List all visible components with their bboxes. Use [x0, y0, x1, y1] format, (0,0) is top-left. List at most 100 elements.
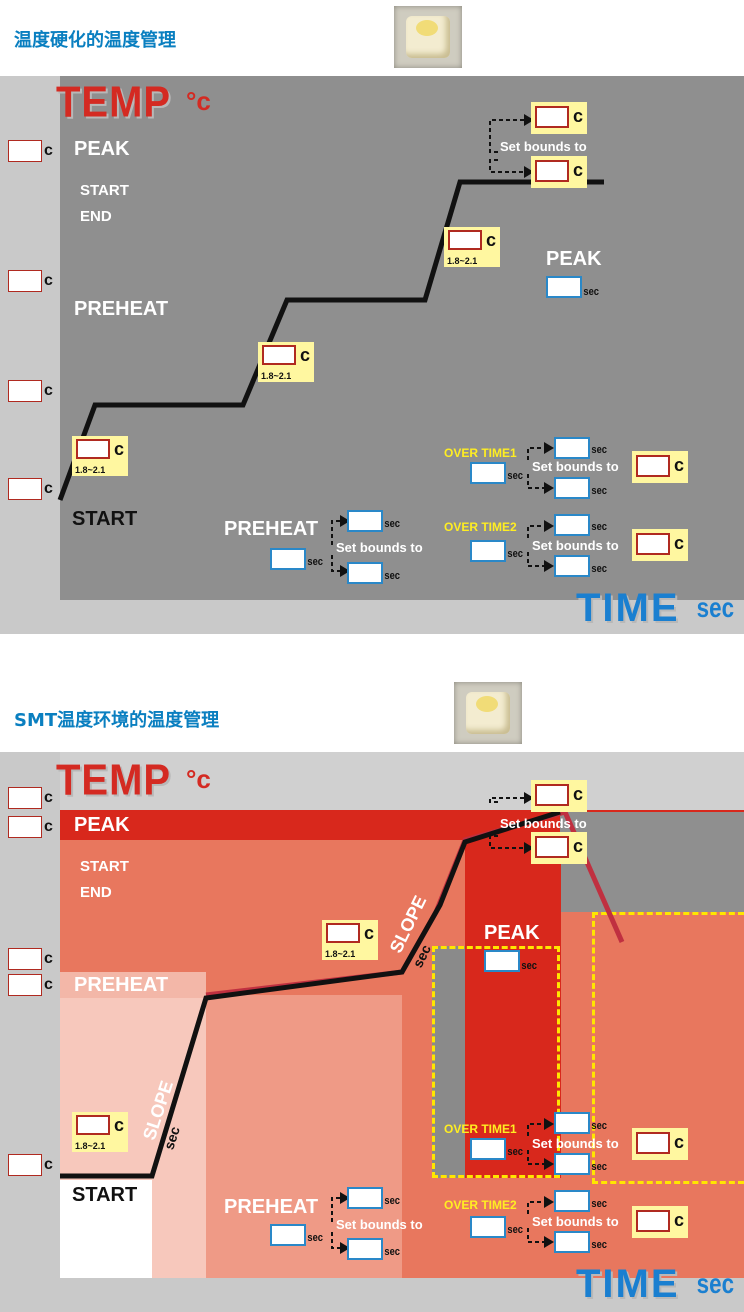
sec-unit: sec [591, 563, 607, 575]
set-bounds-label: Set bounds to [336, 540, 423, 555]
temp-input-preheat-end[interactable] [8, 270, 42, 292]
end-label: END [80, 208, 112, 225]
set-bounds-label: Set bounds to [336, 1217, 423, 1232]
sec-unit: sec [521, 960, 537, 972]
preheat-lower-input[interactable] [347, 1238, 383, 1260]
sec-unit: sec [591, 1120, 607, 1132]
set-bounds-label: Set bounds to [532, 1136, 619, 1151]
temp-input-start[interactable] [8, 1154, 42, 1176]
temp-axis-label: TEMP [56, 755, 172, 805]
ot1-upper-input[interactable] [554, 1112, 590, 1134]
sec-unit: sec [591, 444, 607, 456]
start-label: START [80, 182, 129, 199]
preheat-upper-input[interactable] [347, 510, 383, 532]
ot1-lower-input[interactable] [554, 1153, 590, 1175]
ot2-lower-input[interactable] [554, 555, 590, 577]
set-bounds-label: Set bounds to [532, 538, 619, 553]
end-label: END [80, 884, 112, 901]
preheat-time-label: PREHEAT [224, 518, 319, 540]
unit-c: c [44, 272, 53, 289]
unit-c: c [44, 480, 53, 497]
time-unit: sec [696, 592, 735, 623]
peak-time-label: PEAK [484, 922, 540, 944]
peak-upper-bound[interactable]: c [531, 780, 587, 812]
temp-input-preheat-end[interactable] [8, 948, 42, 970]
over-time2-label: OVER TIME2 [444, 520, 517, 534]
temp-input-preheat-start[interactable] [8, 380, 42, 402]
ot2-time-input[interactable] [470, 1216, 506, 1238]
start-bottom-label: START [72, 1184, 138, 1206]
ot1-lower-input[interactable] [554, 477, 590, 499]
product-photo [394, 6, 462, 68]
ot2-time-input[interactable] [470, 540, 506, 562]
temp-input-peak[interactable] [8, 816, 42, 838]
set-bounds-label: Set bounds to [500, 816, 587, 831]
ot1-temp-box[interactable]: c [632, 451, 688, 483]
ot2-upper-input[interactable] [554, 514, 590, 536]
preheat-band [60, 972, 206, 998]
over-time2-region [592, 912, 744, 1184]
unit-c: c [44, 818, 53, 835]
sec-unit: sec [507, 1224, 523, 1236]
sec-unit: sec [591, 1161, 607, 1173]
sec-unit: sec [591, 1239, 607, 1251]
peak-time-label: PEAK [546, 248, 602, 270]
ot2-temp-box[interactable]: c [632, 529, 688, 561]
chart-top-band [60, 752, 744, 812]
sec-unit: sec [384, 570, 400, 582]
ot1-time-input[interactable] [470, 1138, 506, 1160]
peak-upper-bound[interactable]: c [531, 102, 587, 134]
preheat-label: PREHEAT [74, 974, 169, 996]
ot2-temp-box[interactable]: c [632, 1206, 688, 1238]
over-time1-region [432, 946, 560, 1178]
section1-title: 温度硬化的温度管理 [14, 30, 176, 51]
peak-label: PEAK [74, 814, 130, 836]
set-bounds-label: Set bounds to [532, 1214, 619, 1229]
peak-lower-bound[interactable]: c [531, 156, 587, 188]
preheat-upper-input[interactable] [347, 1187, 383, 1209]
sec-unit: sec [591, 1198, 607, 1210]
temp-input-preheat[interactable] [8, 974, 42, 996]
temp-input-top[interactable] [8, 787, 42, 809]
ot1-time-input[interactable] [470, 462, 506, 484]
start-label: START [80, 858, 129, 875]
over-time2-label: OVER TIME2 [444, 1198, 517, 1212]
peak-label: PEAK [74, 138, 130, 160]
set-bounds-label: Set bounds to [500, 139, 587, 154]
time-unit: sec [696, 1268, 735, 1299]
ot1-upper-input[interactable] [554, 437, 590, 459]
time-band [60, 1278, 744, 1312]
ot1-temp-box[interactable]: c [632, 1128, 688, 1160]
preheat-lower-input[interactable] [347, 562, 383, 584]
preheat-label: PREHEAT [74, 298, 169, 320]
temp-input-peak[interactable] [8, 140, 42, 162]
peak-time-input[interactable] [546, 276, 582, 298]
time-axis-label: TIME [576, 586, 680, 630]
sec-unit: sec [591, 521, 607, 533]
sec-unit: sec [507, 470, 523, 482]
unit-c: c [44, 142, 53, 159]
ot2-lower-input[interactable] [554, 1231, 590, 1253]
start-white-zone [60, 1180, 152, 1280]
preheat-time-input[interactable] [270, 1224, 306, 1246]
temp-unit: °c [186, 764, 211, 794]
temp-input-start[interactable] [8, 478, 42, 500]
peak-time-input[interactable] [484, 950, 520, 972]
temp-unit: °c [186, 86, 211, 116]
unit-c: c [44, 1156, 53, 1173]
over-time1-label: OVER TIME1 [444, 1122, 517, 1136]
ot2-upper-input[interactable] [554, 1190, 590, 1212]
gray-corner [560, 812, 744, 912]
sec-unit: sec [384, 518, 400, 530]
preheat-time-input[interactable] [270, 548, 306, 570]
section2-title: SMT温度环境的温度管理 [14, 710, 220, 731]
sec-unit: sec [507, 548, 523, 560]
peak-lower-bound[interactable]: c [531, 832, 587, 864]
preheat-time-label: PREHEAT [224, 1196, 319, 1218]
